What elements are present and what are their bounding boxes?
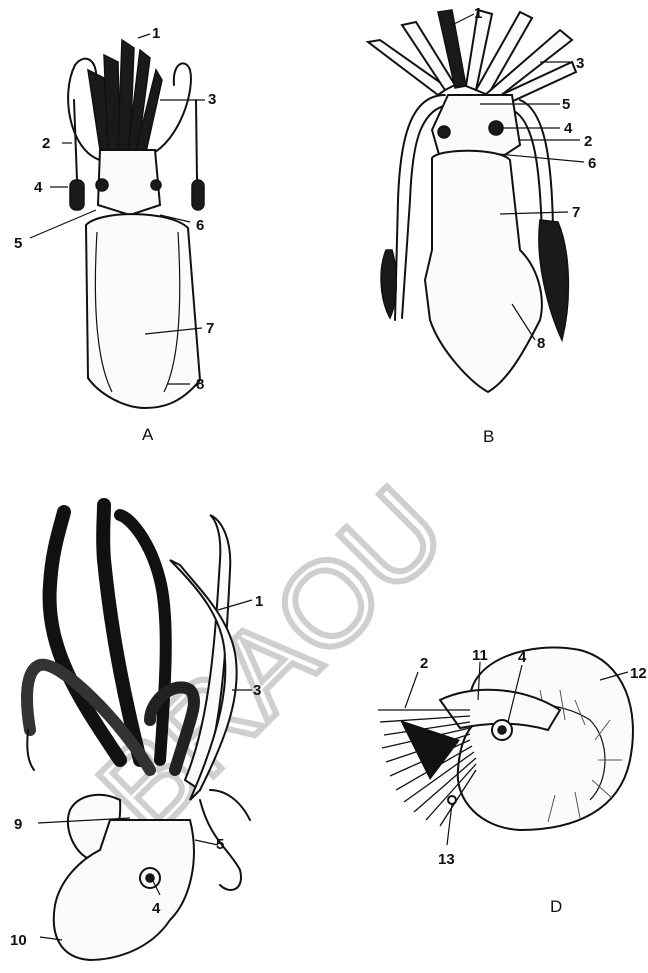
label-d-13: 13 [438, 851, 455, 868]
caption-b: B [483, 427, 494, 446]
panel-a-drawing [30, 34, 205, 408]
label-a-7: 7 [206, 320, 214, 337]
panel-b-drawing [368, 10, 584, 392]
label-c-5: 5 [216, 836, 224, 853]
label-b-4: 4 [564, 120, 573, 137]
caption-d: D [550, 897, 562, 916]
label-a-6: 6 [196, 217, 204, 234]
label-a-5: 5 [14, 235, 22, 252]
label-b-7: 7 [572, 204, 580, 221]
label-c-1: 1 [255, 593, 263, 610]
panel-b: 1 2 3 4 5 6 7 8 B [368, 5, 596, 446]
panel-c: 1 3 4 5 9 10 [10, 505, 263, 960]
label-b-1: 1 [474, 5, 482, 22]
label-c-3: 3 [253, 682, 261, 699]
label-c-4: 4 [152, 900, 161, 917]
label-a-2: 2 [42, 135, 50, 152]
label-d-12: 12 [630, 665, 647, 682]
label-c-10: 10 [10, 932, 27, 949]
label-c-9: 9 [14, 816, 22, 833]
label-b-8: 8 [537, 335, 545, 352]
label-a-8: 8 [196, 376, 204, 393]
label-d-2: 2 [420, 655, 428, 672]
label-d-4: 4 [518, 649, 527, 666]
label-a-3: 3 [208, 91, 216, 108]
caption-a: A [142, 425, 154, 444]
panel-d-drawing [378, 647, 633, 845]
label-b-5: 5 [562, 96, 570, 113]
label-b-6: 6 [588, 155, 596, 172]
panel-d: 2 4 11 12 13 D [378, 647, 647, 916]
panel-a: 1 2 3 4 5 6 7 8 A [14, 25, 216, 444]
label-b-3: 3 [576, 55, 584, 72]
label-a-4: 4 [34, 179, 43, 196]
label-b-2: 2 [584, 133, 592, 150]
panel-c-drawing [27, 505, 252, 960]
label-d-11: 11 [472, 647, 488, 664]
label-a-1: 1 [152, 25, 160, 42]
